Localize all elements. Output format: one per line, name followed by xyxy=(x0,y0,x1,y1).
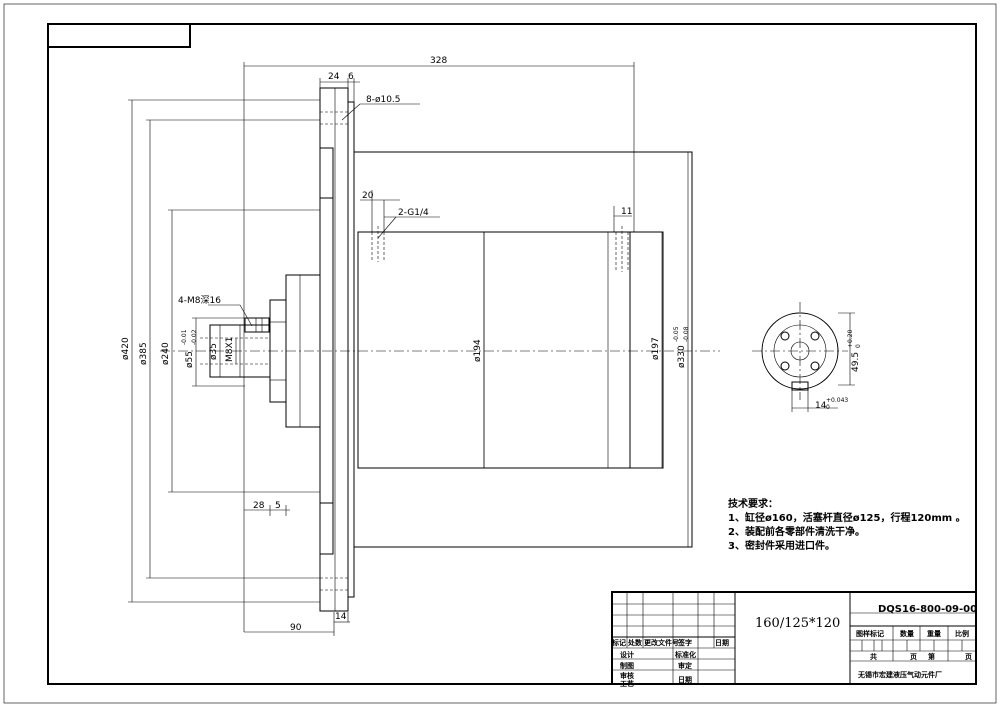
dim-key-width: 14 xyxy=(815,401,827,411)
tb-date: 日期 xyxy=(715,638,729,647)
dim-d55-tol-upper: -0.01 xyxy=(181,329,188,345)
dim-d55: ø55 xyxy=(185,351,195,368)
outer-border xyxy=(3,3,997,704)
dim-flange-24: 24 xyxy=(328,72,340,82)
dim-key-depth-tol-upper: +0.20 xyxy=(847,329,854,348)
dim-d197: ø197 xyxy=(651,337,661,360)
tb-change-doc: 更改文件号 xyxy=(644,638,679,647)
dim-overall-length: 328 xyxy=(430,56,447,66)
dim-len-90: 90 xyxy=(290,623,302,633)
dim-m8x1: M8X1 xyxy=(225,337,235,362)
dim-tapped-holes: 4-M8深16 xyxy=(178,295,221,306)
tb-page-word: 页 xyxy=(965,653,972,661)
dim-d330-tol-lower: -0.08 xyxy=(683,326,690,342)
tb-scale: 比例 xyxy=(955,629,969,638)
tb-page-no: 第 xyxy=(928,652,935,661)
dim-d385: ø385 xyxy=(139,342,149,365)
dim-len-5: 5 xyxy=(275,501,281,511)
tb-company: 无锡市宏建液压气动元件厂 xyxy=(857,670,942,679)
note-item-3: 3、密封件采用进口件。 xyxy=(728,539,835,552)
tb-quantity: 数量 xyxy=(900,629,914,638)
tb-total: 共 xyxy=(870,652,877,661)
dim-bolt-holes: 8-ø10.5 xyxy=(366,95,401,105)
main-view xyxy=(128,62,720,636)
dim-d420: ø420 xyxy=(121,337,131,360)
dim-flange-6: 6 xyxy=(348,72,354,82)
shaft-end-view xyxy=(752,302,855,412)
inner-border xyxy=(47,23,977,685)
dim-d240: ø240 xyxy=(161,342,171,365)
dim-len-14: 14 xyxy=(335,612,347,622)
tb-marker: 标记 xyxy=(611,638,626,647)
tb-approve: 审定 xyxy=(678,661,692,670)
tb-weight: 重量 xyxy=(927,629,941,638)
corner-label-box xyxy=(47,23,191,48)
dim-key-depth: 49.5 xyxy=(851,352,861,372)
tb-date2: 日期 xyxy=(678,675,692,684)
note-item-1: 1、缸径ø160，活塞杆直径ø125，行程120mm 。 xyxy=(728,511,966,524)
title-block-drawing-no: DQS16-800-09-00 xyxy=(878,604,977,615)
dim-key-depth-tol-lower: 0 xyxy=(855,344,862,348)
dim-port-offset: 20 xyxy=(362,191,374,201)
title-block xyxy=(611,591,977,685)
tb-design: 设计 xyxy=(620,650,634,659)
notes-title: 技术要求： xyxy=(728,497,778,510)
tb-standardize: 标准化 xyxy=(674,650,696,659)
title-block-spec: 160/125*120 xyxy=(755,616,840,631)
tb-review: 审核 xyxy=(620,671,634,680)
dim-key-width-tol-lower: 0 xyxy=(826,404,830,411)
dim-d330: ø330 xyxy=(677,345,687,368)
dim-d194: ø194 xyxy=(473,339,483,362)
tb-sheet-word: 页 xyxy=(910,653,917,661)
tb-stage-mark: 图样标记 xyxy=(856,629,884,638)
note-item-2: 2、装配前各零部件清洗干净。 xyxy=(728,525,865,538)
dim-d35: ø35 xyxy=(209,343,219,360)
dim-d55-tol-lower: -0.02 xyxy=(191,329,198,345)
tb-signature: 签字 xyxy=(677,638,692,647)
dim-port-offset-right: 11 xyxy=(621,207,632,217)
dim-len-28: 28 xyxy=(253,501,265,511)
tb-drafting: 制图 xyxy=(620,661,634,670)
tb-process: 工艺 xyxy=(620,679,634,688)
dim-port-thread: 2-G1/4 xyxy=(398,208,429,218)
dim-key-width-tol-upper: +0.043 xyxy=(826,397,848,404)
dim-d330-tol-upper: -0.05 xyxy=(673,326,680,342)
tb-count: 处数 xyxy=(627,638,643,647)
